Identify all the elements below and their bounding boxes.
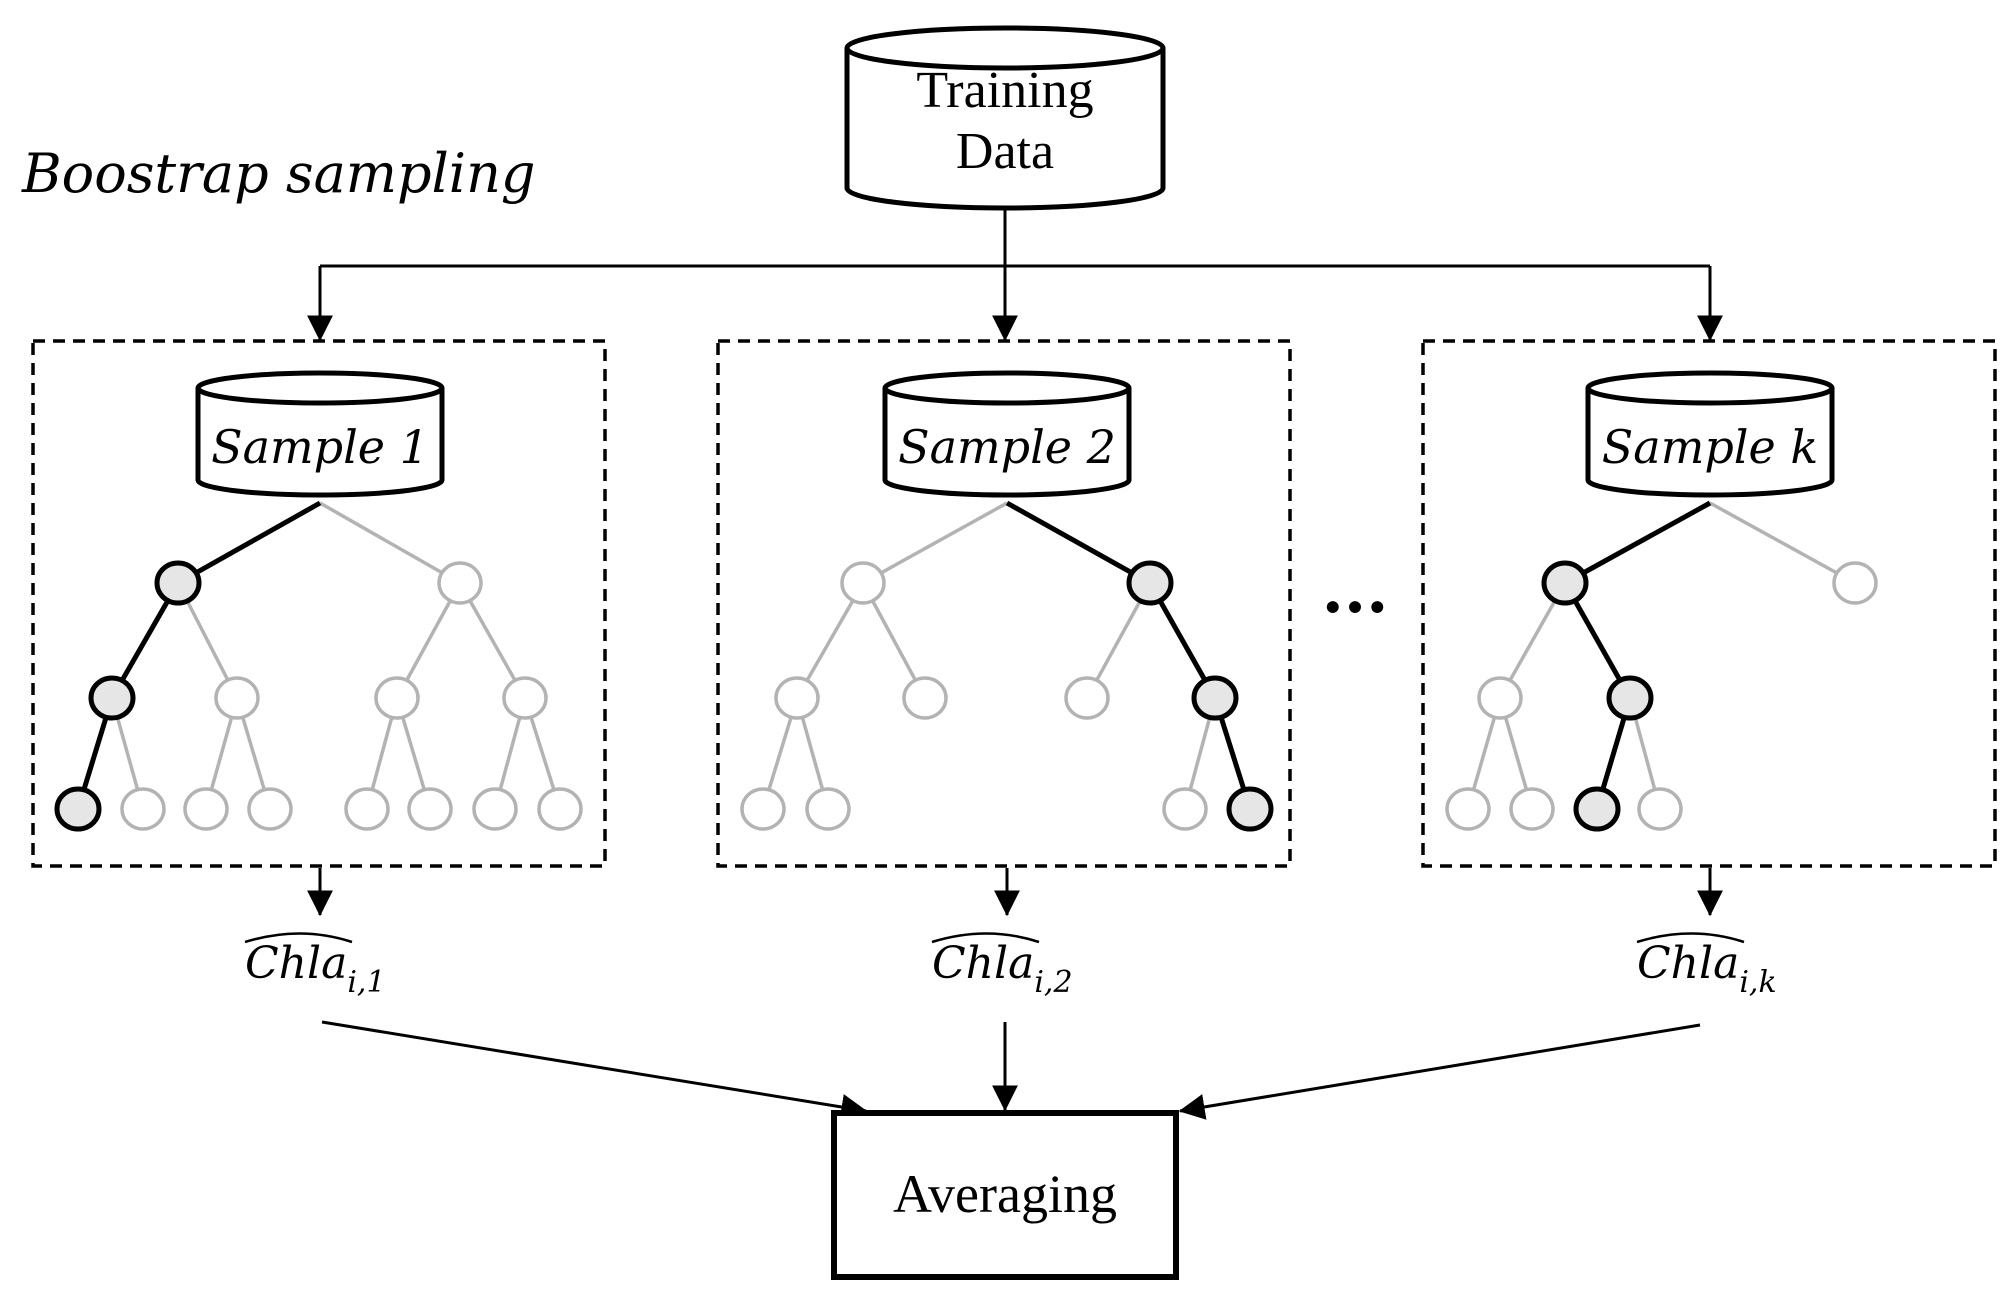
sample-k-cylinder: Sample k: [1585, 370, 1835, 498]
ellipsis: ...: [1322, 553, 1389, 628]
bootstrap-connectors: [307, 208, 1723, 342]
decision-tree-1: [54, 500, 583, 832]
arrow-estimate-k-to-averaging: [1178, 1023, 1701, 1120]
decision-tree-k: [1445, 500, 1878, 832]
averaging-label: Averaging: [893, 1164, 1117, 1224]
training-data-label-line1: Training: [916, 62, 1093, 119]
sample-k-label: Sample k: [1602, 420, 1818, 474]
sample-2-cylinder: Sample 2: [882, 370, 1132, 498]
aggregation-arrows: [321, 1020, 1701, 1120]
sample-panel-k: Sample k: [1421, 339, 1997, 1000]
arrow-estimate-1-to-averaging: [321, 1020, 868, 1120]
sample-1-cylinder: Sample 1: [195, 370, 445, 498]
averaging-box: Averaging: [831, 1110, 1179, 1280]
decision-tree-2: [740, 500, 1274, 832]
output-estimate-1: Chlai,1: [245, 938, 386, 1000]
training-data-label-line2: Data: [956, 123, 1054, 180]
training-data-cylinder: Training Data: [844, 25, 1166, 211]
hat-accent-1: [244, 932, 353, 944]
hat-accent-2: [931, 932, 1040, 944]
heading-boostrap-sampling: Boostrap sampling: [21, 142, 535, 205]
hat-accent-k: [1636, 932, 1745, 944]
sample-2-label: Sample 2: [898, 420, 1116, 474]
output-estimate-k: Chlai,k: [1637, 938, 1777, 1000]
sample-1-label: Sample 1: [211, 420, 429, 474]
output-estimate-2: Chlai,2: [932, 938, 1073, 1000]
sample-panel-1: Sample 1: [31, 339, 607, 1000]
sample-panel-2: Sample 2: [716, 339, 1292, 1000]
